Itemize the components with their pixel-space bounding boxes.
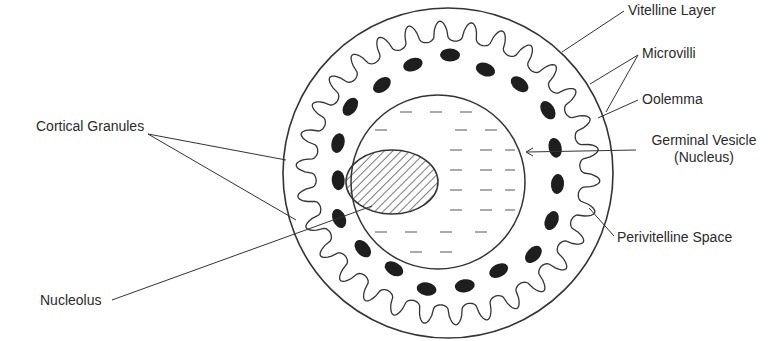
cortical-granule: [440, 48, 460, 61]
cortical-granule: [508, 73, 532, 96]
cortical-granule: [339, 95, 361, 119]
cortical-granule: [329, 132, 347, 155]
vitelline-layer: [283, 8, 613, 338]
cortical-granule: [542, 209, 562, 233]
part-label: Germinal Vesicle (Nucleus): [640, 132, 768, 166]
leader-lines: [112, 11, 638, 300]
cortical-granule: [522, 243, 545, 266]
part-label: Perivitelline Space: [617, 229, 732, 246]
cortical-granule: [401, 55, 424, 74]
cortical-granule: [416, 281, 438, 297]
part-label: Cortical Granules: [36, 118, 144, 135]
cortical-granule: [550, 173, 565, 194]
cortical-granules: [329, 48, 565, 297]
part-label: Vitelline Layer: [628, 2, 716, 19]
part-label: Nucleolus: [40, 292, 101, 309]
cortical-granule: [351, 237, 374, 261]
cortical-granule: [370, 74, 394, 96]
oolemma-outline: [296, 21, 600, 325]
cortical-granule: [537, 98, 559, 122]
part-label: Oolemma: [642, 91, 703, 108]
cortical-granule: [474, 60, 497, 79]
nucleolus: [346, 150, 438, 214]
cortical-granule: [454, 278, 476, 294]
cortical-granule: [331, 170, 345, 191]
cortical-granule: [546, 137, 563, 159]
cortical-granule: [487, 260, 511, 281]
part-label: Microvilli: [642, 45, 696, 62]
cortical-granule: [329, 207, 349, 230]
